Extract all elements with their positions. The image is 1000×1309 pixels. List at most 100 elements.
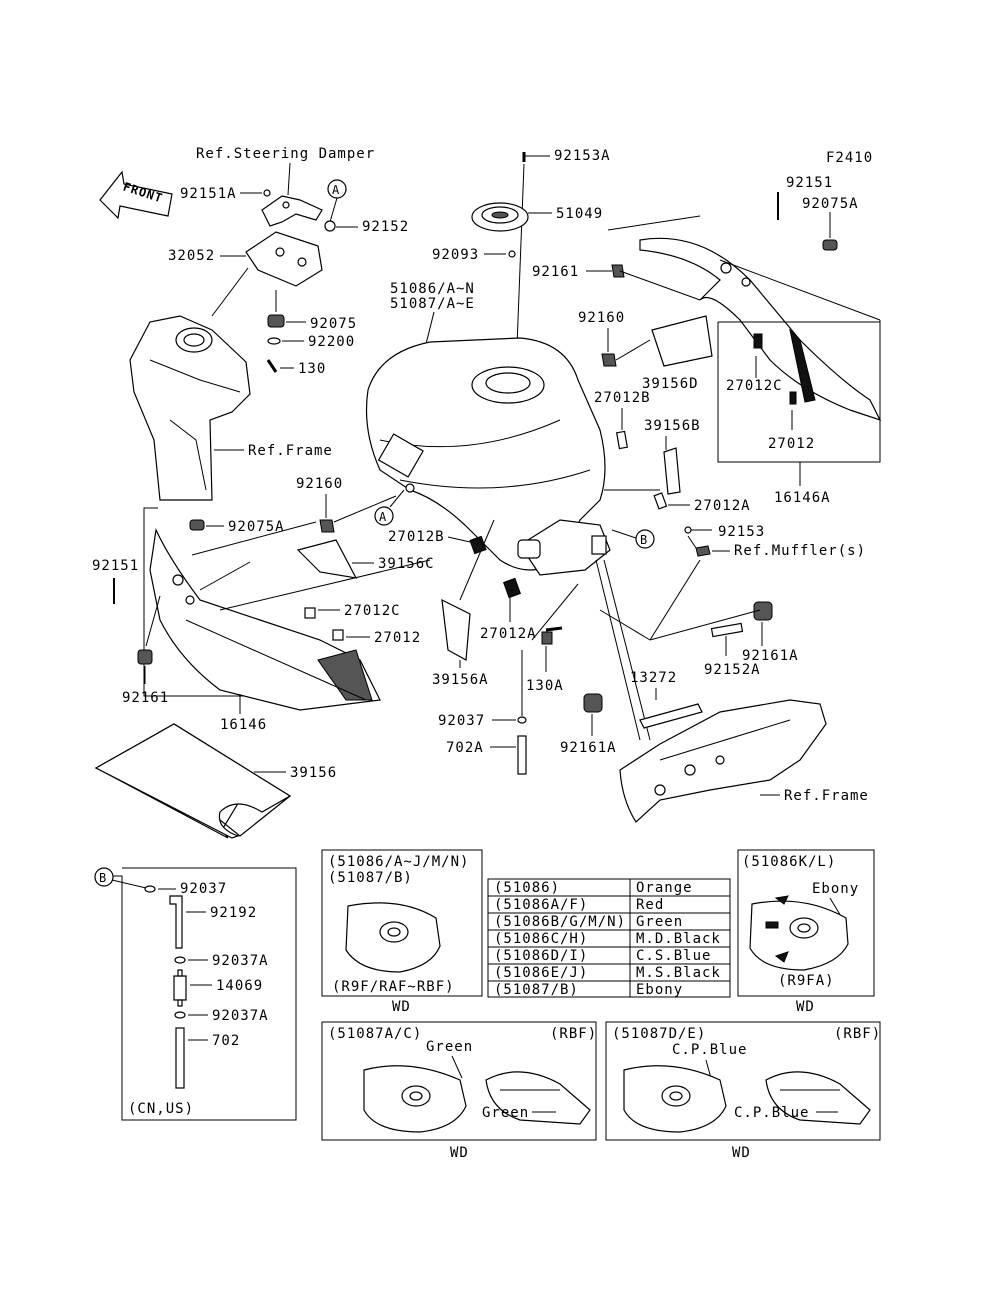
hose-part-2: 92192 xyxy=(210,905,257,921)
svg-text:(51087/B): (51087/B) xyxy=(328,870,413,886)
label-92151A: 92151A xyxy=(180,186,237,202)
color-row-5-part: (51086E/J) xyxy=(494,965,588,981)
label-32052: 32052 xyxy=(168,248,215,264)
hose-part-1: 92037 xyxy=(180,881,227,897)
label-ref-muffler: Ref.Muffler(s) xyxy=(734,543,866,559)
label-27012A-left: 27012A xyxy=(480,626,537,642)
label-13272: 13272 xyxy=(630,670,677,686)
label-92160-right: 92160 xyxy=(578,310,625,326)
label-ref-frame-1: Ref.Frame xyxy=(248,443,333,459)
circle-B-tank: B xyxy=(635,529,655,549)
svg-text:C.P.Blue: C.P.Blue xyxy=(672,1042,747,1058)
figure-code: F2410 xyxy=(826,150,873,166)
label-92161A-2: 92161A xyxy=(560,740,617,756)
steering-bracket-icon xyxy=(261,195,323,227)
svg-text:(51087D/E): (51087D/E) xyxy=(612,1026,706,1042)
label-130: 130 xyxy=(298,361,326,377)
svg-text:(R9F/RAF~RBF): (R9F/RAF~RBF) xyxy=(332,979,455,995)
label-702A: 702A xyxy=(446,740,484,756)
svg-text:(RBF): (RBF) xyxy=(834,1026,881,1042)
label-27012A-right: 27012A xyxy=(694,498,751,514)
label-130A: 130A xyxy=(526,678,564,694)
label-39156D: 39156D xyxy=(642,376,699,392)
color-row-6-part: (51087/B) xyxy=(494,982,579,998)
svg-text:B: B xyxy=(640,533,648,547)
color-table: (51086) Orange (51086A/F) Red (51086B/G/… xyxy=(487,878,731,998)
svg-text:B: B xyxy=(99,871,107,885)
variant-4-caption: WD xyxy=(732,1145,751,1161)
label-92152A: 92152A xyxy=(704,662,761,678)
svg-text:(RBF): (RBF) xyxy=(550,1026,597,1042)
color-row-4-color: C.S.Blue xyxy=(636,948,711,964)
variant-box-1: (51086/A~J/M/N) (51087/B) (R9F/RAF~RBF) … xyxy=(321,849,483,1015)
svg-text:(51086/A~J/M/N): (51086/A~J/M/N) xyxy=(328,854,469,870)
label-39156C: 39156C xyxy=(378,556,435,572)
svg-text:C.P.Blue: C.P.Blue xyxy=(734,1105,809,1121)
rear-frame-icon xyxy=(619,699,827,823)
label-39156A: 39156A xyxy=(432,672,489,688)
variant-box-2: (51086K/L) Ebony (R9FA) WD xyxy=(737,849,875,1015)
label-27012B-right: 27012B xyxy=(594,390,651,406)
svg-text:A: A xyxy=(332,183,340,197)
fuel-tank-icon xyxy=(365,337,611,576)
label-ref-frame-2: Ref.Frame xyxy=(784,788,869,804)
label-27012-left: 27012 xyxy=(374,630,421,646)
color-row-4-part: (51086D/I) xyxy=(494,948,588,964)
label-16146: 16146 xyxy=(220,717,267,733)
label-92160-left: 92160 xyxy=(296,476,343,492)
hose-box: B 92037 92192 92037A 14069 92037A 702 (C… xyxy=(94,867,297,1121)
svg-text:(51086K/L): (51086K/L) xyxy=(742,854,836,870)
label-92075: 92075 xyxy=(310,316,357,332)
label-92153: 92153 xyxy=(718,524,765,540)
circle-A-left: A xyxy=(374,506,394,526)
label-39156: 39156 xyxy=(290,765,337,781)
label-92153A: 92153A xyxy=(554,148,611,164)
hose-region: (CN,US) xyxy=(128,1101,194,1117)
label-92161-right: 92161 xyxy=(532,264,579,280)
svg-text:Ebony: Ebony xyxy=(812,881,859,897)
color-row-1-part: (51086A/F) xyxy=(494,897,588,913)
hose-part-5: 92037A xyxy=(212,1008,269,1024)
label-92152: 92152 xyxy=(362,219,409,235)
hose-part-3: 92037A xyxy=(212,953,269,969)
label-51049: 51049 xyxy=(556,206,603,222)
label-92161-left: 92161 xyxy=(122,690,169,706)
label-27012-right: 27012 xyxy=(768,436,815,452)
circle-A-top: A xyxy=(327,179,347,199)
hose-part-6: 702 xyxy=(212,1033,240,1049)
color-row-3-color: M.D.Black xyxy=(636,931,721,947)
variant-1-caption: WD xyxy=(392,999,411,1015)
variant-box-4: (51087D/E) (RBF) C.P.Blue C.P.Blue WD xyxy=(605,1021,881,1161)
fuel-cap-icon xyxy=(471,202,529,232)
label-27012C-right: 27012C xyxy=(726,378,783,394)
label-92200: 92200 xyxy=(308,334,355,350)
rubber-mat-icon xyxy=(94,723,292,839)
label-51087: 51087/A~E xyxy=(390,296,475,312)
front-arrow-icon: FRONT xyxy=(99,170,173,220)
label-27012C-left: 27012C xyxy=(344,603,401,619)
label-92075A-right: 92075A xyxy=(802,196,859,212)
color-row-0-part: (51086) xyxy=(494,880,560,896)
variant-2-caption: WD xyxy=(796,999,815,1015)
left-cover-icon xyxy=(149,527,381,711)
svg-text:Green: Green xyxy=(426,1039,473,1055)
hose-part-4: 14069 xyxy=(216,978,263,994)
mount-plate-icon xyxy=(245,231,323,287)
label-39156B: 39156B xyxy=(644,418,701,434)
label-92037: 92037 xyxy=(438,713,485,729)
color-row-1-color: Red xyxy=(636,897,664,913)
right-cover-icon xyxy=(639,237,882,422)
label-92093: 92093 xyxy=(432,247,479,263)
color-row-5-color: M.S.Black xyxy=(636,965,721,981)
color-row-3-part: (51086C/H) xyxy=(494,931,588,947)
svg-text:A: A xyxy=(379,510,387,524)
label-92151-left: 92151 xyxy=(92,558,139,574)
variant-3-caption: WD xyxy=(450,1145,469,1161)
svg-text:(R9FA): (R9FA) xyxy=(778,973,835,989)
svg-text:Green: Green xyxy=(482,1105,529,1121)
rubber-mount-icon xyxy=(753,601,773,621)
label-51086: 51086/A~N xyxy=(390,281,475,297)
label-92151-right: 92151 xyxy=(786,175,833,191)
color-row-0-color: Orange xyxy=(636,880,693,896)
